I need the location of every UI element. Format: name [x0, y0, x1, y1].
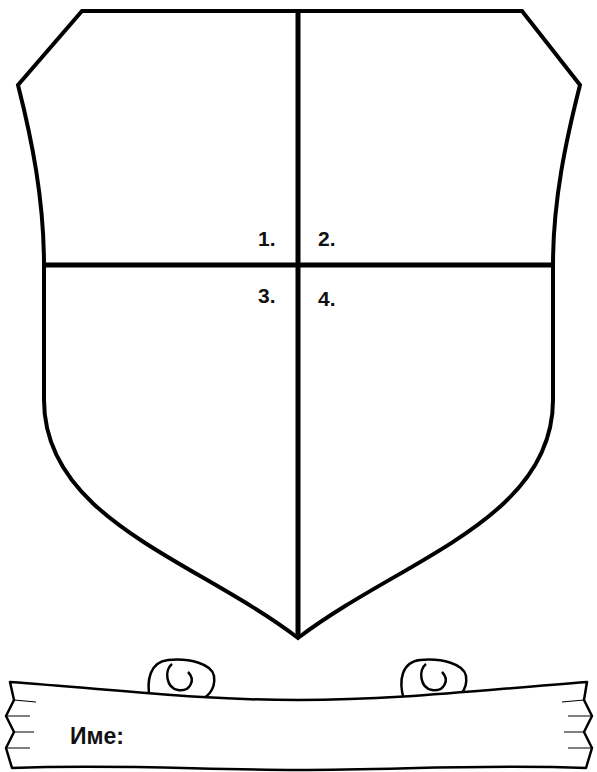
name-banner: Име: — [20, 708, 580, 764]
scroll-banner — [6, 660, 592, 770]
quadrant-number: 3. — [258, 285, 276, 306]
quadrant-number: 1. — [258, 228, 276, 249]
shield-outline — [18, 11, 580, 638]
scroll-band — [6, 682, 592, 770]
scroll-right-curl-inner — [421, 664, 445, 690]
scroll-left-curl-inner — [167, 664, 191, 690]
quadrant-number: 4. — [318, 288, 336, 309]
shield-horizontal-divider — [46, 263, 552, 268]
quadrant-number: 2. — [318, 228, 336, 249]
shield-vertical-divider — [296, 11, 301, 638]
name-label: Име: — [70, 723, 580, 750]
